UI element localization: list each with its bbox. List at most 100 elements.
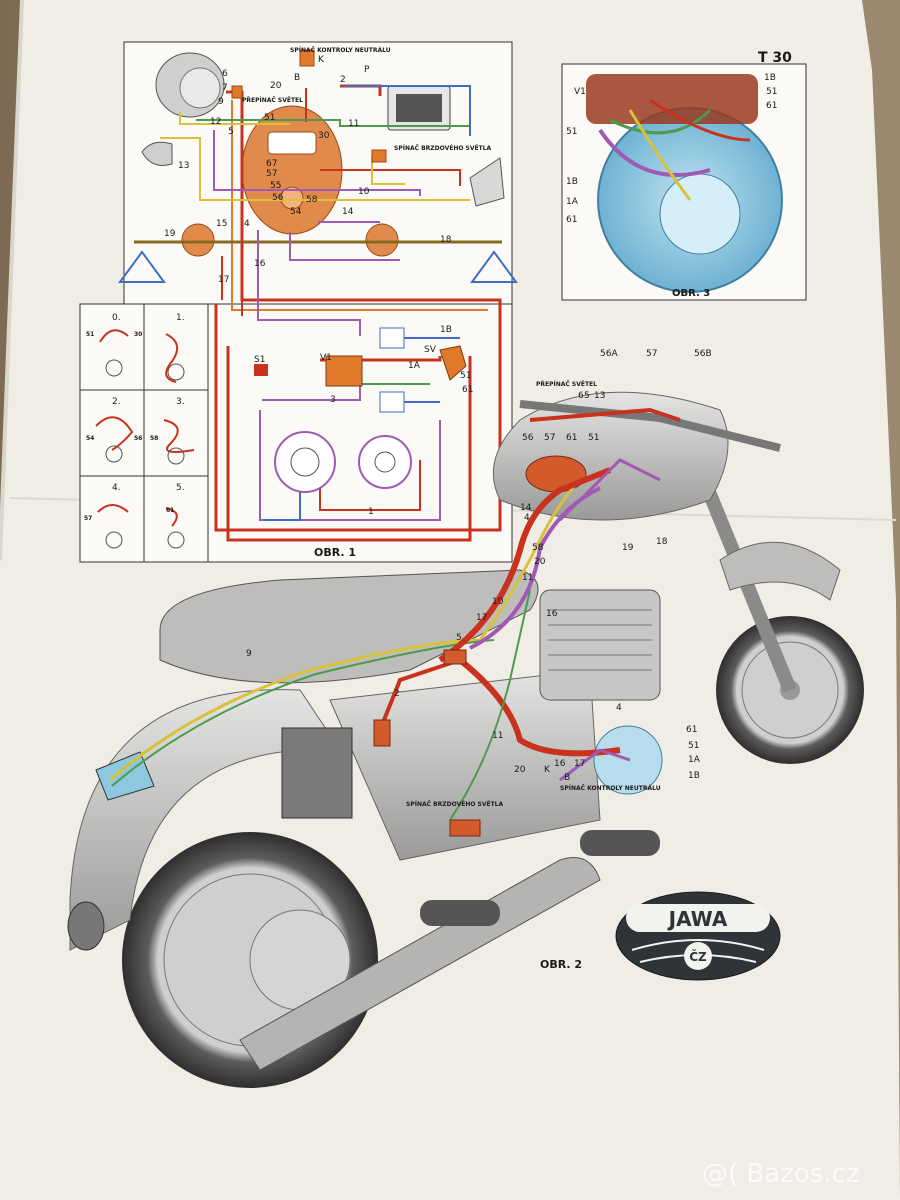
svg-text:9: 9 xyxy=(246,649,252,659)
generator-labels: V1 1B 51 61 51 1B 1A 61 xyxy=(566,73,777,225)
svg-text:51: 51 xyxy=(588,433,599,443)
neutral-switch-icon xyxy=(299,49,315,67)
fuse-holder xyxy=(373,719,391,747)
seat xyxy=(159,569,539,684)
motorcycle-illustration: 56A 57 56B 56 57 61 51 5 6 13 14 4 58 20… xyxy=(67,349,864,1088)
tail-lamp-icon xyxy=(469,157,505,207)
svg-text:1B: 1B xyxy=(688,771,700,781)
svg-text:P: P xyxy=(364,65,370,75)
side-cover xyxy=(329,669,601,861)
model-code: T 30 xyxy=(758,50,792,66)
svg-text:61: 61 xyxy=(566,215,577,225)
svg-text:2.: 2. xyxy=(112,397,121,407)
svg-text:13: 13 xyxy=(178,161,189,171)
svg-text:7: 7 xyxy=(222,83,228,93)
figure-3-caption: OBR. 3 xyxy=(672,288,710,299)
brake-switch-label: SPÍNAČ BRZDOVÉHO SVĚTLA xyxy=(394,144,492,152)
switch-position-grid: 0. 1. 2. 3. 4. 5. 51 xyxy=(79,303,209,563)
svg-text:3: 3 xyxy=(330,395,336,405)
svg-text:61: 61 xyxy=(766,101,777,111)
svg-text:20: 20 xyxy=(514,765,526,775)
tail-light xyxy=(67,901,105,951)
svg-text:51: 51 xyxy=(688,741,699,751)
svg-text:51: 51 xyxy=(566,127,577,137)
switch-cell-4: 4. xyxy=(97,483,129,549)
handlebar xyxy=(519,400,781,452)
ignition-coil-icon xyxy=(439,345,467,381)
condenser-top-icon xyxy=(379,327,405,349)
svg-text:13: 13 xyxy=(594,391,605,401)
svg-text:1A: 1A xyxy=(566,197,579,207)
bike-light-switch-label: PŘEPÍNAČ SVĚTEL xyxy=(536,380,597,388)
svg-text:18: 18 xyxy=(656,537,668,547)
svg-text:18: 18 xyxy=(440,235,452,245)
svg-text:4: 4 xyxy=(244,219,250,229)
rectifier-block-icon xyxy=(586,74,758,124)
svg-text:9: 9 xyxy=(218,97,224,107)
motorcycle-callouts: 56A 57 56B 56 57 61 51 5 6 13 14 4 58 20… xyxy=(246,349,712,783)
switch-cell-5: 5. xyxy=(165,483,185,549)
svg-text:1: 1 xyxy=(368,507,374,517)
svg-text:16: 16 xyxy=(554,759,566,769)
svg-text:14: 14 xyxy=(342,207,354,217)
switch-cell-3: 3. xyxy=(163,397,195,465)
figure-2-caption: OBR. 2 xyxy=(540,958,582,971)
svg-text:19: 19 xyxy=(164,229,176,239)
jawa-logo: JAWA ČZ xyxy=(615,891,781,981)
svg-text:10: 10 xyxy=(492,597,504,607)
svg-text:20: 20 xyxy=(534,557,546,567)
svg-text:V1: V1 xyxy=(320,353,332,363)
bike-neutral-switch-label: SPÍNAČ KONTROLY NEUTRÁLU xyxy=(560,784,661,792)
svg-text:4: 4 xyxy=(616,703,622,713)
svg-text:51: 51 xyxy=(86,331,94,338)
engine xyxy=(539,589,661,701)
light-switch-label: PŘEPÍNAČ SVĚTEL xyxy=(242,96,303,104)
footrest-right xyxy=(580,830,660,856)
svg-text:6: 6 xyxy=(222,69,228,79)
svg-text:56B: 56B xyxy=(694,349,712,359)
svg-text:11: 11 xyxy=(348,119,359,129)
generator-detail-figure: T 30 V1 1B 51 61 51 1B 1A 61 OBR. 3 xyxy=(561,50,807,301)
svg-text:51: 51 xyxy=(766,87,777,97)
svg-text:54: 54 xyxy=(86,435,94,442)
svg-text:K: K xyxy=(544,765,551,775)
brake-switch-icon xyxy=(371,149,387,163)
svg-text:61: 61 xyxy=(166,507,174,514)
svg-text:16: 16 xyxy=(254,259,266,269)
svg-text:58: 58 xyxy=(306,195,318,205)
svg-text:SV: SV xyxy=(424,345,437,355)
svg-text:K: K xyxy=(318,55,325,65)
svg-text:15: 15 xyxy=(216,219,227,229)
neutral-switch-label: SPÍNAČ KONTROLY NEUTRÁLU xyxy=(290,46,391,54)
right-indicator-icon xyxy=(365,223,399,257)
svg-text:11: 11 xyxy=(492,731,503,741)
svg-text:17: 17 xyxy=(218,275,229,285)
switch-terminal-labels: 51 30 54 56 58 57 61 xyxy=(84,331,174,522)
svg-text:20: 20 xyxy=(270,81,282,91)
svg-text:17: 17 xyxy=(476,613,487,623)
svg-text:55: 55 xyxy=(270,181,281,191)
svg-text:57: 57 xyxy=(544,433,555,443)
svg-text:11: 11 xyxy=(522,573,533,583)
svg-text:61: 61 xyxy=(566,433,577,443)
right-bulb-icon xyxy=(470,250,518,283)
svg-text:56: 56 xyxy=(134,435,142,442)
bazos-watermark: @( Bazos.cz xyxy=(702,1159,860,1189)
svg-text:14: 14 xyxy=(520,503,532,513)
speedometer-head xyxy=(525,455,587,493)
svg-text:1B: 1B xyxy=(566,177,578,187)
svg-text:5: 5 xyxy=(584,391,590,401)
svg-text:5.: 5. xyxy=(176,483,185,493)
svg-text:4: 4 xyxy=(524,513,530,523)
svg-text:2: 2 xyxy=(340,75,346,85)
svg-text:17: 17 xyxy=(574,759,585,769)
svg-text:B: B xyxy=(564,773,570,783)
svg-text:56: 56 xyxy=(522,433,534,443)
svg-text:67: 67 xyxy=(266,159,277,169)
svg-text:1.: 1. xyxy=(176,313,185,323)
harness-connector xyxy=(443,649,467,665)
condenser-bottom-icon xyxy=(379,391,405,413)
svg-text:S1: S1 xyxy=(254,355,265,365)
svg-text:V1: V1 xyxy=(574,87,586,97)
